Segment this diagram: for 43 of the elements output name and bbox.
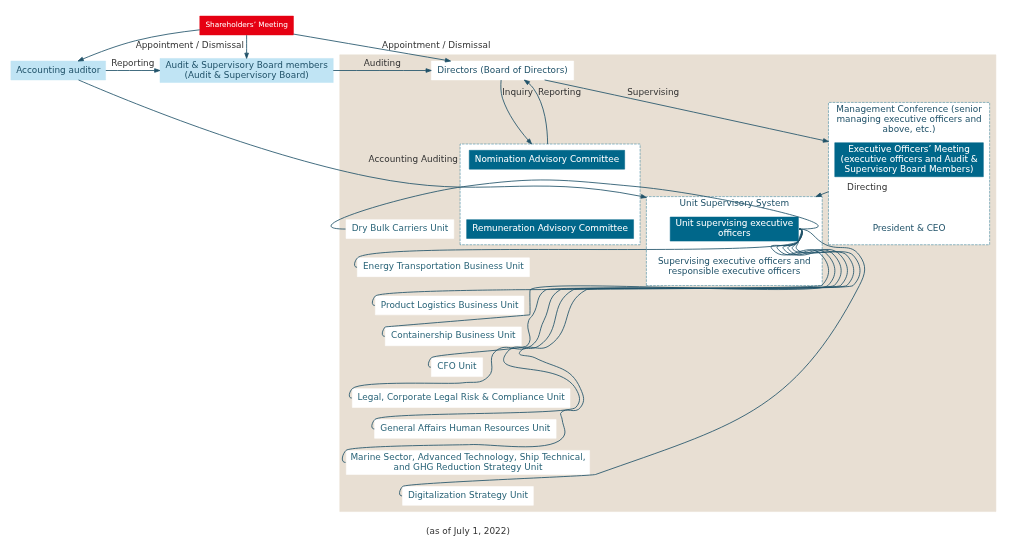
connector	[427, 228, 842, 368]
node-box: Audit & Supervisory Board members (Audit & Supervisory Board)	[159, 58, 334, 83]
arrow	[293, 33, 451, 63]
edge-label: Accounting Auditing	[368, 153, 458, 164]
arrow	[105, 68, 161, 73]
edge-label: Reporting	[111, 58, 155, 69]
node-box: Marine Sector, Advanced Technology, Ship Technical, and GHG Reduction Strategy Unit	[346, 450, 590, 475]
node-box: Nomination Advisory Committee	[469, 150, 625, 170]
node-box: Directors (Board of Directors)	[431, 60, 574, 81]
edge-label: Auditing	[363, 58, 401, 69]
edge-label: Appointment / Dismissal	[135, 39, 245, 50]
connector	[341, 228, 861, 463]
arrow	[544, 79, 829, 143]
arrow	[332, 68, 432, 73]
edge-label: Inquiry	[502, 87, 534, 98]
label: (as of July 1, 2022)	[426, 525, 510, 536]
node-box: Digitalization Strategy Unit	[402, 486, 534, 506]
connector	[348, 228, 848, 399]
arrow	[78, 79, 647, 199]
node-box: Containership Business Unit	[385, 326, 522, 346]
node-box: CFO Unit	[431, 357, 483, 377]
node-box: Energy Transportation Business Unit	[357, 257, 530, 277]
edge-label: Supervising	[627, 87, 680, 98]
node-box: Product Logistics Business Unit	[375, 295, 525, 316]
arrow	[77, 29, 201, 62]
node-box: Remuneration Advisory Committee	[466, 219, 634, 239]
node-box: Dry Bulk Carriers Unit	[345, 219, 455, 239]
connector	[399, 228, 866, 497]
connector	[371, 228, 855, 430]
arrow	[523, 79, 549, 145]
node-box: Legal, Corporate Legal Risk & Compliance Unit	[352, 388, 571, 408]
node-box: Executive Officers’ Meeting (executive officers and Audit & Supervisory Board Members)	[834, 142, 984, 177]
node-box: Accounting auditor	[10, 60, 106, 81]
node-box: General Affairs Human Resources Unit	[374, 419, 557, 439]
arrow	[244, 34, 249, 59]
edge-label: Directing	[847, 181, 888, 192]
node-box: Unit supervising executive officers	[669, 216, 799, 242]
edge-label: Reporting	[537, 87, 582, 98]
arrow	[815, 191, 829, 198]
edge-label: Appointment / Dismissal	[382, 39, 491, 50]
arrow	[500, 79, 533, 145]
cluster	[459, 143, 641, 245]
connector	[330, 179, 819, 230]
